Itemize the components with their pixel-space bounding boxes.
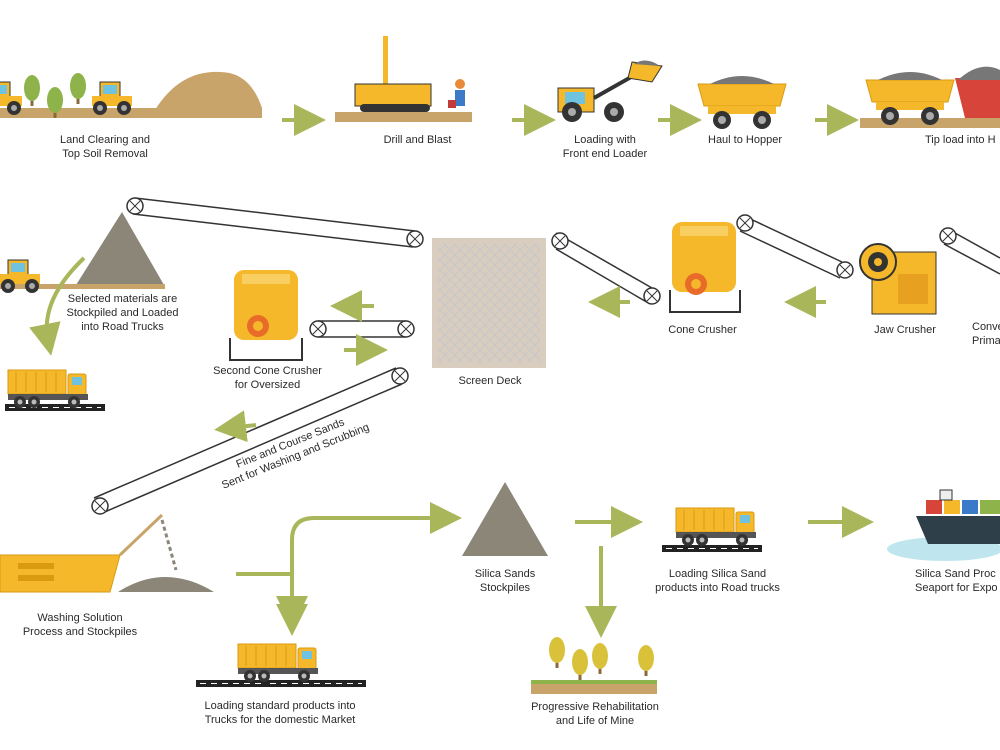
stockpile-illustration xyxy=(0,212,165,294)
cone-crusher-illustration xyxy=(669,222,741,313)
front-end-loader-illustration xyxy=(557,60,663,122)
primary-conveyor xyxy=(939,227,1000,275)
land-clearing-illustration xyxy=(0,71,262,118)
label-jaw-crusher: Jaw Crusher xyxy=(874,324,936,336)
label-conveyor-primary: ConvePrima xyxy=(972,321,1000,347)
cone-to-screen-conveyor xyxy=(551,232,661,305)
silica-stockpile-illustration xyxy=(462,482,548,556)
row3-arrows xyxy=(236,502,874,638)
label-drill-blast: Drill and Blast xyxy=(383,134,452,146)
jaw-crusher-illustration xyxy=(859,243,937,315)
row2-arrows xyxy=(29,256,826,443)
screen-deck-illustration xyxy=(432,238,546,368)
ship-illustration xyxy=(887,489,1000,561)
truck-domestic xyxy=(195,643,367,688)
rehabilitation-illustration xyxy=(531,637,657,694)
haul-truck-illustration xyxy=(697,75,787,130)
tip-load-illustration xyxy=(860,66,1000,128)
truck-silica xyxy=(661,507,763,553)
label-haul-hopper: Haul to Hopper xyxy=(708,134,782,146)
small-conveyor xyxy=(309,320,415,338)
label-tip-load: Tip load into H xyxy=(925,134,996,146)
drill-rig-illustration xyxy=(335,36,472,122)
washing-plant-illustration xyxy=(0,513,214,593)
second-cone-crusher-illustration xyxy=(229,270,303,361)
label-screen-deck: Screen Deck xyxy=(458,375,522,387)
jaw-to-cone-conveyor xyxy=(736,214,854,279)
top-conveyor xyxy=(126,197,424,248)
truck-stockpile xyxy=(4,369,106,412)
label-cone-crusher: Cone Crusher xyxy=(668,324,737,336)
